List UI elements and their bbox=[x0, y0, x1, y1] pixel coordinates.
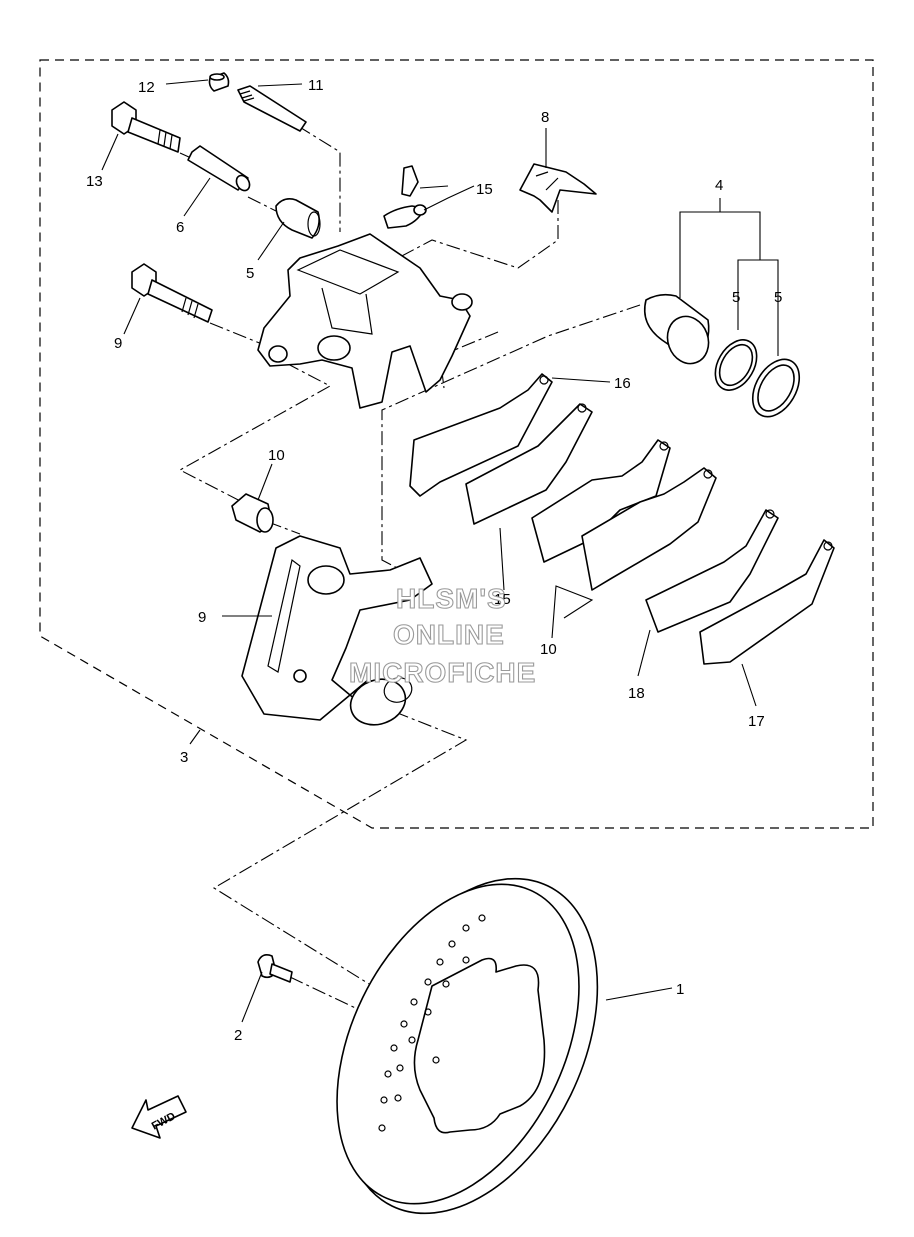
callout-19: 18 bbox=[628, 685, 645, 702]
callout-14: 12 bbox=[138, 79, 155, 96]
callout-9: 9 bbox=[114, 335, 122, 352]
callout-8: 8 bbox=[541, 109, 549, 126]
part-cap-14 bbox=[208, 72, 230, 92]
watermark-line2: ONLINE bbox=[393, 619, 505, 650]
callout-13: 11 bbox=[308, 77, 324, 94]
callout-18: 17 bbox=[748, 713, 765, 730]
part-sleeve-7 bbox=[187, 145, 251, 192]
part-pad-19 bbox=[645, 509, 779, 633]
watermark: HLSM'S ONLINE MICROFICHE bbox=[348, 582, 536, 688]
part-pad-15b bbox=[465, 403, 593, 525]
part-pad-12 bbox=[531, 439, 717, 591]
callout-3: 3 bbox=[180, 749, 188, 766]
fwd-arrow-icon: FWD bbox=[131, 1095, 187, 1139]
callout-10: 9 bbox=[198, 609, 206, 626]
disc-vent-holes bbox=[378, 914, 486, 1132]
part-bleeder-16 bbox=[383, 165, 427, 229]
callout-17: 16 bbox=[614, 375, 631, 392]
part-caliper-body bbox=[257, 233, 473, 409]
part-boot-11 bbox=[231, 493, 274, 533]
part-seal-5a bbox=[714, 339, 758, 391]
watermark-line3: MICROFICHE bbox=[349, 657, 536, 688]
part-bolt-9 bbox=[131, 263, 213, 323]
callout-4: 4 bbox=[715, 177, 723, 194]
callout-numbers: 12 11 13 6 5 9 8 15 4 5 5 16 10 9 15 10 … bbox=[86, 77, 782, 1044]
part-bracket-10 bbox=[241, 535, 433, 726]
part-pin-13 bbox=[237, 85, 307, 132]
callout-15-pad: 15 bbox=[494, 591, 511, 608]
part-seal-5b bbox=[751, 358, 801, 418]
callout-15: 13 bbox=[86, 173, 103, 190]
callout-6: 5 bbox=[246, 265, 254, 282]
part-brake-disc-1 bbox=[336, 877, 599, 1215]
callout-2: 2 bbox=[234, 1027, 242, 1044]
callout-5a: 5 bbox=[732, 289, 740, 306]
callout-7: 6 bbox=[176, 219, 184, 236]
part-bolt-2 bbox=[257, 954, 293, 983]
watermark-line1: HLSM'S bbox=[396, 583, 507, 614]
part-clip-8 bbox=[519, 163, 597, 213]
callout-leader-lines bbox=[101, 79, 779, 1023]
part-shim-18 bbox=[699, 539, 835, 665]
assembly-boundary bbox=[39, 59, 874, 829]
part-bolt-15 bbox=[111, 101, 181, 153]
part-shim-17 bbox=[409, 373, 553, 497]
part-piston-4 bbox=[643, 293, 710, 365]
callout-5b: 5 bbox=[774, 289, 782, 306]
callout-1: 1 bbox=[676, 981, 684, 998]
callout-11: 10 bbox=[268, 447, 285, 464]
callout-16: 15 bbox=[476, 181, 493, 198]
part-bushing-6 bbox=[275, 198, 321, 239]
callout-12: 10 bbox=[540, 641, 557, 658]
